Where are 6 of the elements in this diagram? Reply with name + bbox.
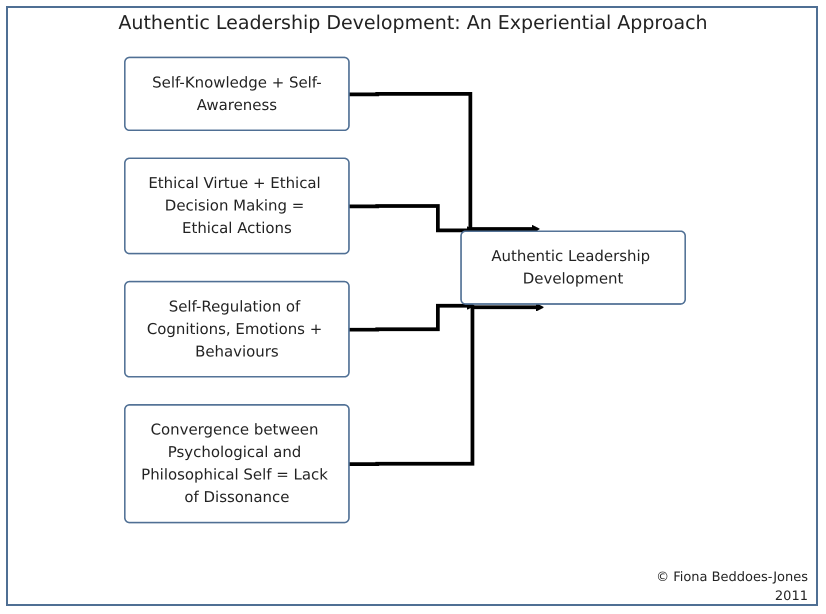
note-text: © Fiona Beddoes-Jones [656,570,808,585]
arrow [349,303,544,466]
diagram-title: Authentic Leadership Development: An Experiential Approach [117,12,709,34]
note-text: 2011 [774,589,808,604]
arrow [349,92,540,234]
arrow [349,302,475,332]
